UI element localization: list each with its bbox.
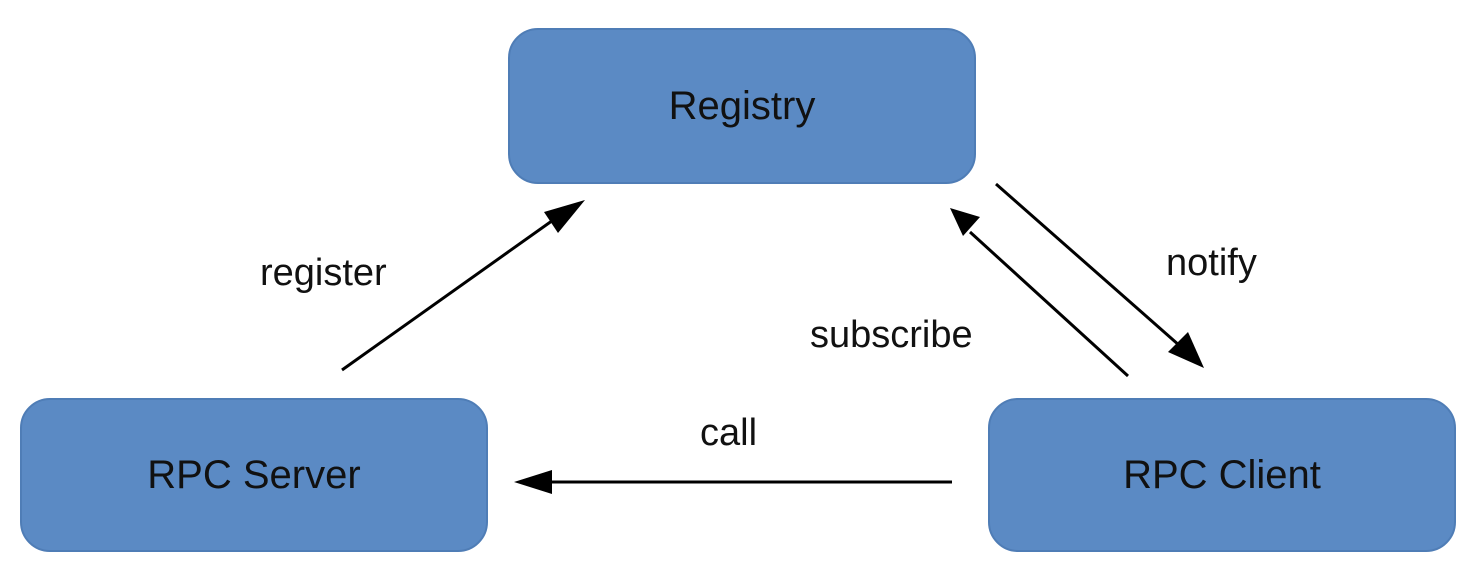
registry-node: Registry: [508, 28, 976, 184]
register-edge-label: register: [260, 252, 387, 294]
rpc-server-node-label: RPC Server: [147, 452, 361, 497]
rpc-client-node: RPC Client: [988, 398, 1456, 552]
rpc-client-node-label: RPC Client: [1123, 452, 1321, 497]
registry-node-label: Registry: [668, 83, 816, 128]
rpc-server-node: RPC Server: [20, 398, 488, 552]
notify-edge-label: notify: [1166, 242, 1257, 284]
edge-notify-arrow: [995, 182, 1204, 368]
edge-register-arrow: [341, 200, 585, 372]
edge-subscribe-arrow: [950, 208, 1130, 378]
subscribe-edge-label: subscribe: [810, 314, 973, 356]
edge-call-arrow: [514, 470, 952, 494]
call-edge-label: call: [700, 412, 758, 454]
